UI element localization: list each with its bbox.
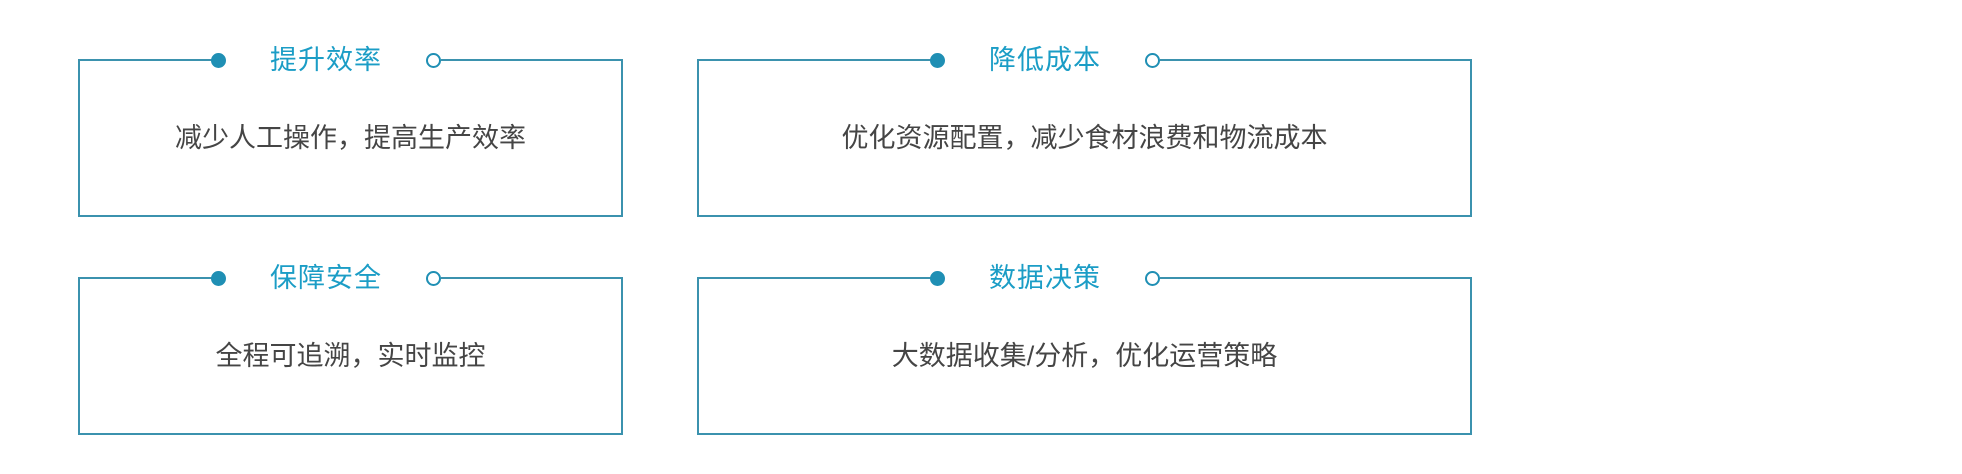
card-title: 数据决策 — [989, 262, 1101, 293]
feature-card-efficiency: 减少人工操作，提高生产效率 提升效率 — [78, 46, 623, 217]
hollow-circle-icon — [1145, 270, 1160, 286]
card-body-text: 减少人工操作，提高生产效率 — [175, 122, 526, 153]
rail-segment-left — [697, 59, 931, 61]
card-frame — [78, 277, 623, 435]
card-frame — [697, 277, 1472, 435]
card-frame — [78, 59, 623, 217]
filled-dot-icon — [211, 52, 226, 68]
filled-dot-icon — [930, 52, 945, 68]
feature-card-cost: 优化资源配置，减少食材浪费和物流成本 降低成本 — [697, 46, 1472, 217]
rail-segment-right — [1160, 277, 1472, 279]
rail-segment-right — [1160, 59, 1472, 61]
card-body: 优化资源配置，减少食材浪费和物流成本 — [699, 61, 1470, 215]
card-top-rail: 提升效率 — [78, 46, 623, 73]
card-body-text: 大数据收集/分析，优化运营策略 — [891, 340, 1278, 371]
rail-segment-left — [697, 277, 931, 279]
card-title: 降低成本 — [989, 44, 1101, 75]
filled-dot-icon — [930, 270, 945, 286]
card-body-text: 全程可追溯，实时监控 — [215, 340, 486, 371]
card-body: 大数据收集/分析，优化运营策略 — [699, 279, 1470, 433]
hollow-circle-icon — [426, 270, 441, 286]
feature-card-safety: 全程可追溯，实时监控 保障安全 — [78, 264, 623, 435]
card-body: 全程可追溯，实时监控 — [80, 279, 621, 433]
rail-segment-left — [78, 277, 212, 279]
card-body-text: 优化资源配置，减少食材浪费和物流成本 — [841, 122, 1328, 153]
card-top-rail: 保障安全 — [78, 264, 623, 291]
card-title: 保障安全 — [270, 262, 382, 293]
card-frame — [697, 59, 1472, 217]
hollow-circle-icon — [426, 52, 441, 68]
hollow-circle-icon — [1145, 52, 1160, 68]
feature-card-data-decision: 大数据收集/分析，优化运营策略 数据决策 — [697, 264, 1472, 435]
rail-segment-right — [441, 59, 623, 61]
card-top-rail: 数据决策 — [697, 264, 1472, 291]
card-title: 提升效率 — [270, 44, 382, 75]
card-top-rail: 降低成本 — [697, 46, 1472, 73]
card-body: 减少人工操作，提高生产效率 — [80, 61, 621, 215]
rail-segment-right — [441, 277, 623, 279]
filled-dot-icon — [211, 270, 226, 286]
rail-segment-left — [78, 59, 212, 61]
